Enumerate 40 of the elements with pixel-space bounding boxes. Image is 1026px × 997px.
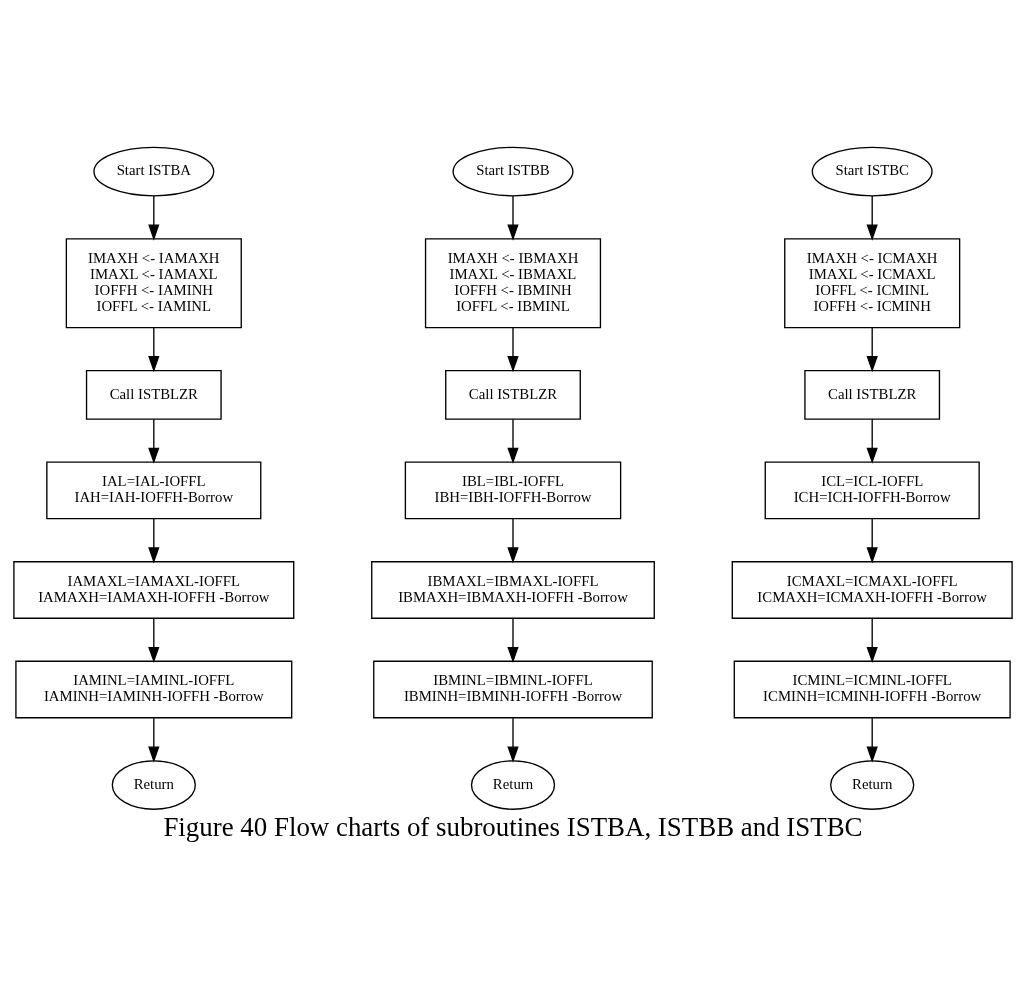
arrow — [866, 717, 878, 763]
arrow — [507, 195, 519, 241]
node-ellipse: Return — [470, 760, 556, 810]
arrow — [148, 195, 160, 241]
arrow — [148, 418, 160, 464]
arrow — [507, 518, 519, 564]
node-box: ICMAXL=ICMAXL-IOFFL ICMAXH=ICMAXH-IOFFH -Borrow — [731, 561, 1013, 619]
node-ellipse: Return — [111, 760, 196, 810]
node-ellipse: Start ISTBA — [93, 146, 215, 197]
node-box: ICMINL=ICMINL-IOFFL ICMINH=ICMINH-IOFFH -Borrow — [733, 660, 1011, 719]
node-box: IAMINL=IAMINL-IOFFL IAMINH=IAMINH-IOFFH -Borrow — [15, 660, 293, 719]
arrow — [507, 717, 519, 763]
arrow — [866, 617, 878, 664]
arrow — [148, 617, 160, 664]
node-box: IMAXH <- IBMAXH IMAXL <- IBMAXL IOFFH <- IBMINH IOFFL <- IBMINL — [424, 238, 602, 329]
arrow — [507, 327, 519, 373]
arrow — [866, 327, 878, 373]
arrow — [507, 617, 519, 664]
arrow — [148, 717, 160, 763]
arrow — [148, 327, 160, 373]
node-box: IAL=IAL-IOFFL IAH=IAH-IOFFH-Borrow — [46, 461, 262, 520]
node-box: IBMINL=IBMINL-IOFFL IBMINH=IBMINH-IOFFH -Borrow — [373, 660, 653, 719]
arrow — [866, 518, 878, 564]
arrow — [866, 195, 878, 241]
node-ellipse: Start ISTBB — [452, 146, 574, 197]
caption: Figure 40 Flow charts of subroutines ISTBA, ISTBB and ISTBC — [163, 812, 863, 843]
node-box: Call ISTBLZR — [445, 370, 581, 420]
node-box: Call ISTBLZR — [804, 370, 941, 420]
node-box: ICL=ICL-IOFFL ICH=ICH-IOFFH-Borrow — [764, 461, 980, 520]
node-box: Call ISTBLZR — [85, 370, 222, 420]
node-box: IMAXH <- IAMAXH IMAXL <- IAMAXL IOFFH <- IAMINH IOFFL <- IAMINL — [65, 238, 242, 329]
node-ellipse: Start ISTBC — [811, 146, 933, 197]
node-box: IBMAXL=IBMAXL-IOFFL IBMAXH=IBMAXH-IOFFH -Borrow — [371, 561, 655, 619]
arrow — [148, 518, 160, 564]
arrow — [507, 418, 519, 464]
node-box: IMAXH <- ICMAXH IMAXL <- ICMAXL IOFFL <- ICMINL IOFFH <- ICMINH — [784, 238, 961, 329]
node-box: IBL=IBL-IOFFL IBH=IBH-IOFFH-Borrow — [404, 461, 622, 520]
node-box: IAMAXL=IAMAXL-IOFFL IAMAXH=IAMAXH-IOFFH -Borrow — [13, 561, 295, 619]
node-ellipse: Return — [830, 760, 915, 810]
arrow — [866, 418, 878, 464]
